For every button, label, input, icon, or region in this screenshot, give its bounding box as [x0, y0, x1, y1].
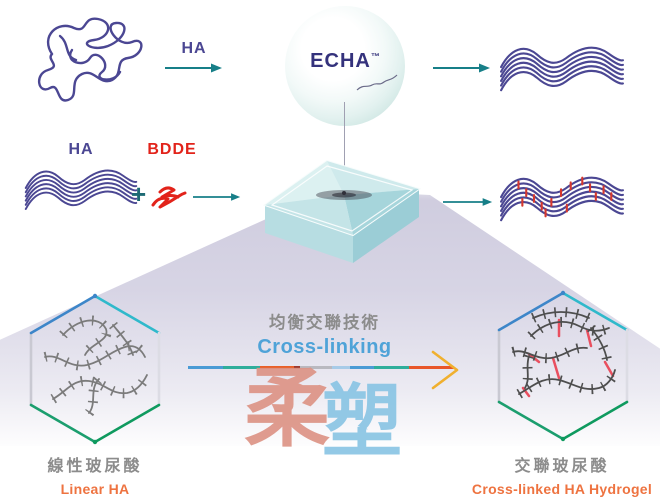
arrow-segment [259, 366, 295, 369]
linear-ha-caption: 線性玻尿酸 Linear HA [10, 452, 180, 497]
bdde-molecule-icon [151, 186, 187, 209]
arrow-segment [188, 366, 223, 369]
arrow-right-icon [165, 63, 222, 73]
arrow-segment [222, 366, 260, 369]
crosslinked-ha-waves-icon [500, 176, 624, 222]
trademark-symbol: ™ [370, 51, 380, 62]
linear-ha-caption-en: Linear HA [60, 481, 130, 497]
ha-label-mid: HA [68, 141, 94, 158]
arrow-segment [294, 366, 300, 369]
plus-sign: + [131, 179, 147, 209]
arrow-segment [331, 366, 351, 369]
crosslinked-ha-caption-zh: 交聯玻尿酸 [514, 458, 610, 475]
arrow-segment [374, 366, 409, 369]
sphere-to-dish-connector-line [344, 102, 345, 192]
crosslinked-ha-caption-en: Cross-linked HA Hydrogel [471, 481, 653, 497]
crosslinking-arrowhead-icon [431, 350, 459, 390]
linear-ha-hexagon-icon [29, 293, 161, 445]
ha-label-top: HA [181, 40, 207, 57]
watermark-char-1: 柔 [244, 361, 330, 457]
reaction-dish-icon [262, 159, 422, 263]
crosslink-marks [517, 176, 613, 218]
crosslinking-arrow-bar [188, 366, 454, 369]
crosslinked-ha-chains [511, 307, 620, 399]
echa-sphere: ECHA™ [285, 6, 405, 126]
linear-ha-caption-zh: 線性玻尿酸 [47, 458, 143, 475]
polymer-squiggle-icon [356, 74, 398, 91]
linear-ha-waves-icon [500, 46, 624, 92]
arrow-segment [408, 366, 454, 369]
tangled-ha-icon [38, 17, 143, 102]
process-title-en: Cross-linking [257, 336, 392, 358]
process-title: 均衡交聯技術 Cross-linking [232, 309, 417, 359]
process-title-zh: 均衡交聯技術 [269, 314, 380, 332]
crosslinked-ha-caption: 交聯玻尿酸 Cross-linked HA Hydrogel [450, 452, 660, 497]
arrow-segment [299, 366, 332, 369]
linear-ha-waves-icon [24, 169, 138, 211]
arrow-right-icon [433, 63, 490, 73]
watermark-char-2: 塑 [322, 377, 402, 466]
linear-ha-chains [43, 315, 152, 417]
echa-label: ECHA™ [310, 50, 380, 72]
arrow-right-icon [193, 193, 241, 201]
bdde-label: BDDE [147, 141, 197, 158]
arrow-right-icon [443, 198, 493, 206]
arrow-segment [350, 366, 375, 369]
crosslinked-ha-hexagon-icon [497, 290, 629, 442]
